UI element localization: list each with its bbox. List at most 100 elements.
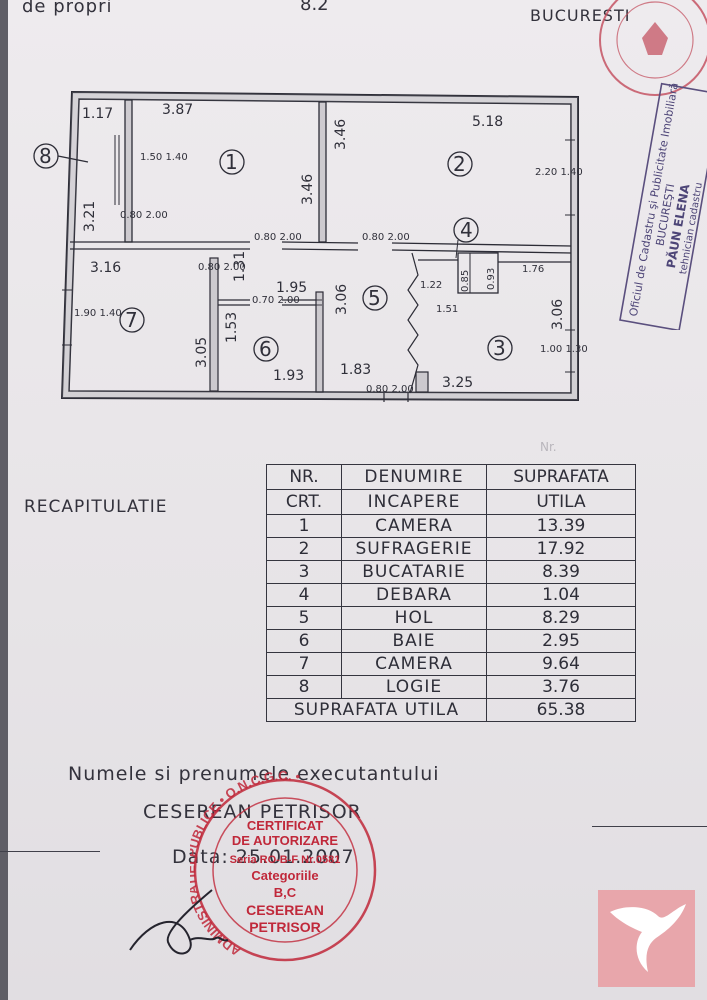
header-area: SUPRAFATA (486, 464, 636, 490)
row-name: BUCATARIE (341, 560, 487, 584)
row-area: 13.39 (486, 514, 636, 538)
dim-label: 1.17 (82, 106, 113, 122)
stamp-line-1: CERTIFICAT (247, 818, 323, 833)
dim-label: 1.83 (340, 362, 371, 378)
room-marker-1: 1 (225, 150, 238, 174)
room-marker-5: 5 (368, 286, 381, 310)
dim-label: 3.46 (300, 174, 316, 205)
table-row: 6 BAIE 2.95 (266, 629, 636, 653)
table-row: 4 DEBARA 1.04 (266, 583, 636, 607)
dim-label: 1.50 1.40 (140, 152, 188, 163)
bird-logo-icon (610, 904, 686, 972)
row-area: 9.64 (486, 652, 636, 676)
header-area: UTILA (486, 489, 636, 515)
row-area: 2.95 (486, 629, 636, 653)
header-nr: NR. (266, 464, 342, 490)
header-nr-line2: CRT. (285, 492, 323, 512)
header-name-line1: DENUMIRE (364, 467, 464, 487)
header-title-fragment: de propri (22, 0, 113, 17)
dim-label: 0.80 2.00 (198, 262, 246, 273)
row-nr: 1 (266, 514, 342, 538)
room-marker-3: 3 (493, 336, 506, 360)
dim-label: 0.93 (486, 268, 497, 290)
table-row: 1 CAMERA 13.39 (266, 514, 636, 538)
dim-label: 1.51 (436, 304, 458, 315)
dim-label: 3.16 (90, 260, 121, 276)
dim-label: 0.80 2.00 (366, 384, 414, 395)
watermark-logo (598, 890, 695, 987)
table-row: 7 CAMERA 9.64 (266, 652, 636, 676)
recap-label: RECAPITULATIE (24, 497, 168, 517)
notebook-binding (0, 0, 8, 1000)
row-name: HOL (341, 606, 487, 630)
dim-label: 3.46 (333, 119, 349, 150)
row-nr: 5 (266, 606, 342, 630)
table-row: 8 LOGIE 3.76 (266, 675, 636, 699)
dim-label: 1.76 (522, 264, 544, 275)
row-area: 8.39 (486, 560, 636, 584)
dim-label: 2.20 1.40 (535, 167, 583, 178)
header-city: BUCURESTI (530, 6, 631, 25)
areas-table: NR. DENUMIRE SUPRAFATA CRT. INCAPERE UTI… (266, 464, 636, 722)
cadastre-stamp: Oficiul de Cadastru şi Publicitate Imobi… (599, 0, 707, 330)
header-name: INCAPERE (341, 489, 487, 515)
coat-of-arms-icon (642, 22, 668, 55)
row-name: BAIE (341, 629, 487, 653)
row-area: 17.92 (486, 537, 636, 561)
header-area-line1: SUPRAFATA (513, 467, 609, 487)
total-value: 65.38 (486, 698, 636, 722)
dim-label: 3.87 (162, 102, 193, 118)
document-date: Data: 25.01.2007 (172, 846, 355, 868)
dim-label: 1.53 (224, 312, 240, 343)
signature-line (592, 826, 707, 827)
row-area: 1.04 (486, 583, 636, 607)
dim-label: 1.31 (232, 251, 248, 282)
header-nr-line1: NR. (289, 467, 319, 487)
total-label: SUPRAFATA UTILA (266, 698, 487, 722)
table-row: 5 HOL 8.29 (266, 606, 636, 630)
row-nr: 4 (266, 583, 342, 607)
header-number-fragment: 8.2 (300, 0, 329, 15)
dim-label: 0.80 2.00 (362, 232, 410, 243)
dim-label: 3.21 (82, 201, 98, 232)
row-nr: 2 (266, 537, 342, 561)
table-row: 2 SUFRAGERIE 17.92 (266, 537, 636, 561)
row-area: 8.29 (486, 606, 636, 630)
stamp-line-5: B,C (274, 885, 297, 900)
dim-label: 0.85 (460, 270, 471, 292)
dim-label: 1.00 1.30 (540, 344, 588, 355)
authorization-stamp: ADMINISTRATIEI PUBLICE • O.N.C.G.C. • CE… (190, 770, 377, 962)
executant-name: CESEREAN PETRISOR (143, 801, 362, 823)
stamp-line-4: Categoriile (251, 868, 318, 883)
header-nr: CRT. (266, 489, 342, 515)
row-area: 3.76 (486, 675, 636, 699)
room-marker-8: 8 (39, 144, 52, 168)
room-marker-2: 2 (453, 152, 466, 176)
dim-label: 0.80 2.00 (120, 210, 168, 221)
stamp-line-2: DE AUTORIZARE (232, 833, 339, 848)
table-header-row: CRT. INCAPERE UTILA (266, 489, 636, 515)
dim-label: 3.06 (334, 284, 350, 315)
dim-label: 5.18 (472, 114, 503, 130)
dim-label: 0.70 2.00 (252, 295, 300, 306)
dim-label: 1.93 (273, 368, 304, 384)
table-header-row: NR. DENUMIRE SUPRAFATA (266, 464, 636, 490)
row-nr: 3 (266, 560, 342, 584)
dim-label: 2.20 1.40 (535, 167, 583, 178)
room-marker-4: 4 (460, 218, 473, 242)
row-nr: 6 (266, 629, 342, 653)
row-name: CAMERA (341, 514, 487, 538)
stamp-line-6: CESEREAN (246, 902, 324, 918)
table-row: 3 BUCATARIE 8.39 (266, 560, 636, 584)
stamp-line-3: Seria RO-B-F Nr.0581 (230, 854, 341, 866)
dim-label: 3.05 (194, 337, 210, 368)
dim-label: 1.90 1.40 (74, 308, 122, 319)
row-name: LOGIE (341, 675, 487, 699)
faded-text: Nr. (540, 440, 557, 454)
dim-label: 0.80 2.00 (254, 232, 302, 243)
room-marker-7: 7 (125, 308, 138, 332)
dim-label: 1.95 (276, 280, 307, 296)
table-total-row: SUPRAFATA UTILA 65.38 (266, 698, 636, 722)
executant-label: Numele si prenumele executantului (68, 763, 440, 785)
